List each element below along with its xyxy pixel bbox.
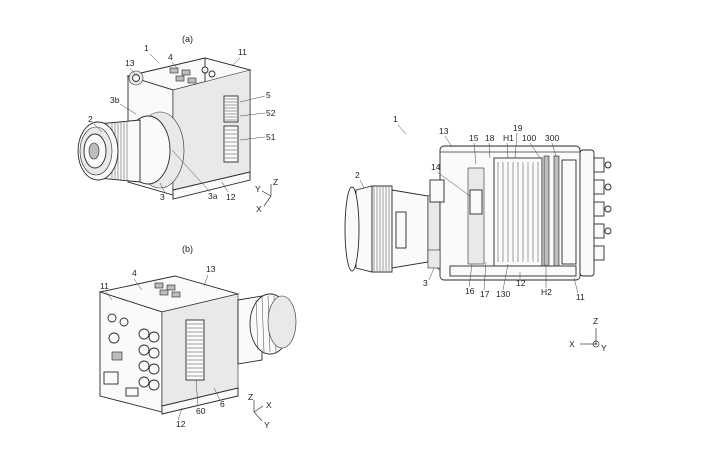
axis-c-y: Y bbox=[601, 343, 607, 353]
label-a-13: 13 bbox=[125, 58, 135, 68]
label-a-12: 12 bbox=[226, 192, 236, 202]
label-a-4: 4 bbox=[168, 52, 173, 62]
label-c-2: 2 bbox=[355, 170, 360, 180]
label-a-1: 1 bbox=[144, 43, 149, 53]
axis-a-x: X bbox=[256, 204, 262, 214]
label-c-11: 11 bbox=[576, 292, 585, 302]
figure-a: (a) bbox=[78, 34, 278, 214]
axis-a-y: Y bbox=[255, 184, 261, 194]
figure-b: (b) bbox=[100, 244, 296, 430]
axis-b-x: X bbox=[266, 400, 272, 410]
lens-a bbox=[78, 112, 184, 188]
rear-connectors-c bbox=[594, 158, 611, 260]
label-b-4: 4 bbox=[132, 268, 137, 278]
lens-b bbox=[238, 294, 296, 364]
axis-c-z: Z bbox=[593, 316, 598, 326]
label-c-3: 3 bbox=[423, 278, 428, 288]
caption-a: (a) bbox=[182, 34, 193, 44]
label-c-16: 16 bbox=[465, 286, 475, 296]
label-c-14: 14 bbox=[431, 162, 441, 172]
axis-b-y: Y bbox=[264, 420, 270, 430]
label-c-H1: H1 bbox=[503, 133, 514, 143]
caption-b: (b) bbox=[182, 244, 193, 254]
label-a-2: 2 bbox=[88, 114, 93, 124]
label-c-19: 19 bbox=[513, 123, 523, 133]
label-c-17: 17 bbox=[480, 289, 490, 299]
axis-triad-c: Z X Y bbox=[569, 316, 607, 353]
label-b-12: 12 bbox=[176, 419, 186, 429]
label-b-11: 11 bbox=[100, 281, 109, 291]
label-a-5: 5 bbox=[266, 90, 271, 100]
label-a-11: 11 bbox=[238, 47, 247, 57]
label-a-51: 51 bbox=[266, 132, 276, 142]
label-a-52: 52 bbox=[266, 108, 276, 118]
label-c-H2: H2 bbox=[541, 287, 552, 297]
label-b-6: 6 bbox=[220, 399, 225, 409]
camera-body-b bbox=[100, 276, 238, 414]
label-c-1: 1 bbox=[393, 114, 398, 124]
axis-triad-a: Z Y X bbox=[255, 177, 278, 214]
label-c-130: 130 bbox=[496, 289, 510, 299]
label-c-12: 12 bbox=[516, 278, 526, 288]
label-c-18: 18 bbox=[485, 133, 495, 143]
label-c-13: 13 bbox=[439, 126, 449, 136]
label-b-13: 13 bbox=[206, 264, 216, 274]
axis-b-z: Z bbox=[248, 392, 253, 402]
label-c-300: 300 bbox=[545, 133, 559, 143]
axis-triad-b: Z X Y bbox=[248, 392, 272, 430]
label-a-3a: 3a bbox=[208, 191, 218, 201]
label-b-60: 60 bbox=[196, 406, 206, 416]
lens-c bbox=[345, 186, 440, 272]
figure-c: 1 13 15 18 H1 19 100 300 14 2 3 16 17 bbox=[345, 114, 611, 353]
label-c-100: 100 bbox=[522, 133, 536, 143]
housing-c bbox=[428, 146, 611, 280]
axis-c-x: X bbox=[569, 339, 575, 349]
label-a-3: 3 bbox=[160, 192, 165, 202]
label-c-15: 15 bbox=[469, 133, 479, 143]
label-a-3b: 3b bbox=[110, 95, 120, 105]
axis-a-z: Z bbox=[273, 177, 278, 187]
